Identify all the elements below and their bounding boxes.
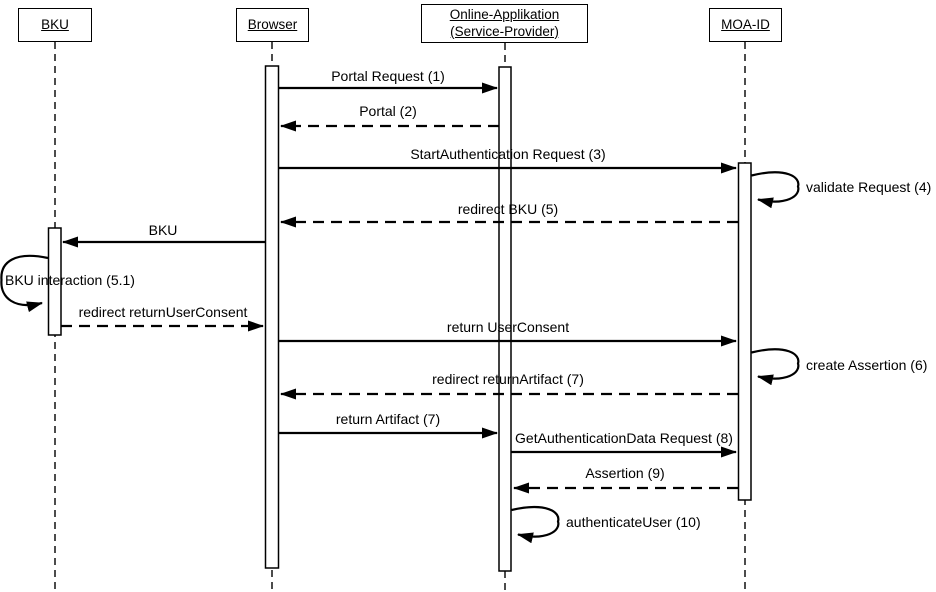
activation-bars (47, 65, 752, 572)
message-label-portal: Portal (2) (359, 103, 417, 119)
message-label-get-authentication-data-request: GetAuthenticationData Request (8) (515, 430, 733, 446)
message-label-redirect-return-artifact: redirect returnArtifact (7) (432, 371, 584, 387)
activation-moa-id (737, 162, 752, 501)
participant-browser: Browser (236, 8, 309, 42)
message-label-return-user-consent: return UserConsent (446, 319, 570, 335)
participant-bku-label: BKU (41, 16, 69, 32)
message-label-redirect-bku: redirect BKU (5) (457, 201, 559, 217)
message-label-authenticate-user: authenticateUser (10) (566, 514, 701, 530)
participant-online-app: Online-Applikation (Service-Provider) (421, 4, 588, 43)
arrow-authenticate-user-selfloop (511, 505, 560, 544)
arrow-create-assertion-selfloop (751, 348, 800, 386)
message-label-start-authentication-request: StartAuthentication Request (3) (410, 146, 606, 162)
message-label-portal-request: Portal Request (1) (331, 68, 445, 84)
message-label-validate-request: validate Request (4) (806, 179, 932, 195)
message-arrows (0, 82, 800, 544)
participant-moa-id: MOA-ID (709, 8, 782, 42)
arrow-validate-request-selfloop (751, 171, 800, 209)
activation-bku (47, 227, 62, 336)
message-label-return-artifact: return Artifact (7) (335, 411, 441, 427)
message-label-bku-interaction: BKU interaction (5.1) (5, 272, 135, 288)
message-label-redirect-return-user-consent: redirect returnUserConsent (78, 304, 248, 320)
participant-bku: BKU (18, 8, 92, 42)
activation-online-app (498, 66, 512, 572)
arrow-bku-interaction-selfloop (0, 254, 49, 313)
participant-moa-id-label: MOA-ID (721, 16, 770, 32)
message-label-bku: BKU (148, 222, 178, 238)
message-label-create-assertion: create Assertion (6) (806, 357, 928, 373)
participant-browser-label: Browser (247, 16, 298, 32)
message-label-assertion: Assertion (9) (585, 465, 665, 481)
participant-online-app-label: Online-Applikation (Service-Provider) (449, 6, 560, 39)
activation-browser (264, 65, 280, 569)
